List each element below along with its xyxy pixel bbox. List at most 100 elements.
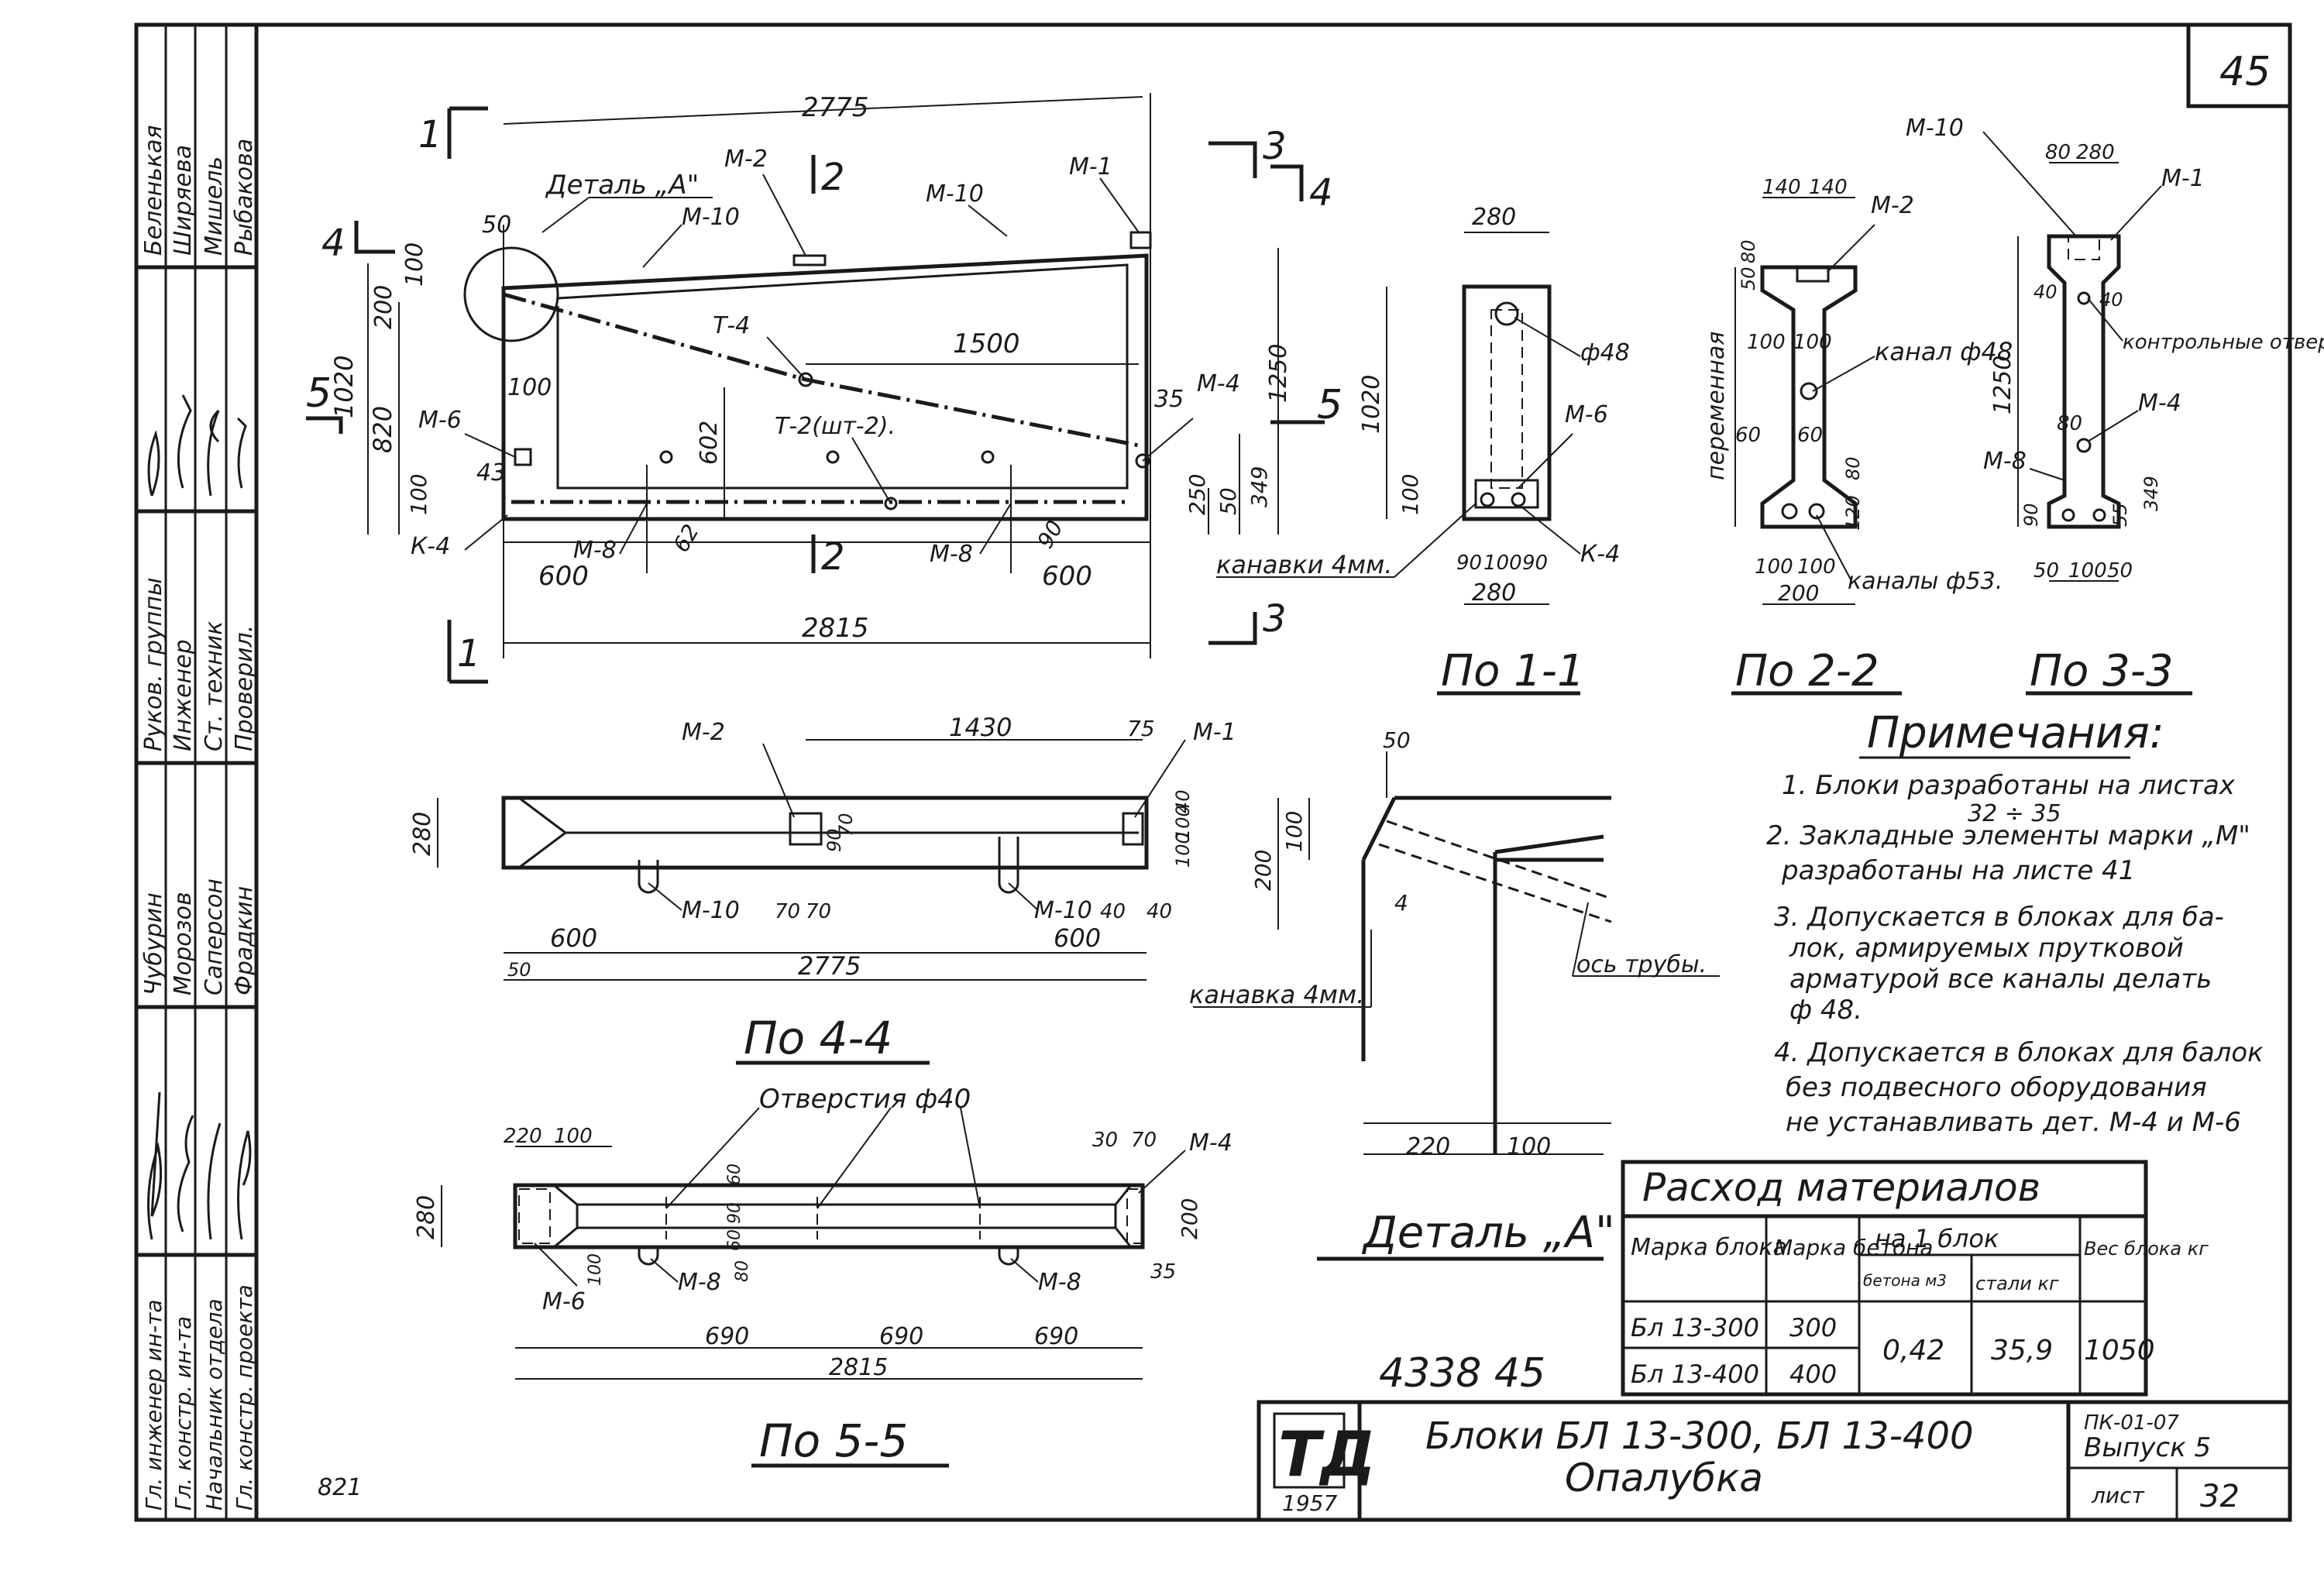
stamp-top-names: Беленькая Ширяева Мишель Рыбакова	[140, 125, 258, 256]
stamp-role-1: Руков. группы	[140, 577, 167, 751]
s22-dim-200: 200	[1778, 580, 1819, 606]
label-m2: М-2	[724, 146, 768, 173]
stamp-role-3: Ст. техник	[201, 621, 228, 751]
s11-dim-100: 100	[1397, 474, 1423, 515]
s11-label-m6: М-6	[1565, 401, 1608, 428]
v55-dim-220: 220	[504, 1125, 542, 1148]
dim-100-low: 100	[406, 474, 431, 515]
label-t2: Т-2(шт-2).	[775, 413, 896, 440]
stamp-mid-names: Чубурин Морозов Саперсон Фрадкин	[140, 878, 258, 995]
s11-dim-90-a: 90	[1456, 552, 1482, 575]
dim-1020: 1020	[329, 356, 359, 418]
note-line-7: арматурой все каналы делать	[1789, 964, 2212, 995]
s22-label-channels-53: каналы ф53.	[1848, 568, 2003, 595]
s11-label-k4: К-4	[1580, 541, 1620, 568]
note-line-5: 3. Допускается в блоках для ба-	[1774, 902, 2224, 933]
label-m6: М-6	[418, 407, 462, 434]
sheet-label: лист	[2091, 1483, 2144, 1508]
s11-label-grooves: канавки 4мм.	[1216, 550, 1392, 579]
v44-dim-90: 90	[823, 828, 845, 852]
section-2-2: 140 140 50 80 100 100 60 60 120 80 100 1…	[1703, 176, 2013, 696]
s22-label-channel-48: канал ф48	[1875, 337, 2013, 366]
stamp-person-1: Чубурин	[140, 892, 167, 995]
v55-dim-690-a: 690	[705, 1323, 749, 1350]
title-block: ТД 1957 Блоки БЛ 13-300, БЛ 13-400 Опалу…	[1257, 1400, 2292, 1522]
label-m4: М-4	[1197, 370, 1240, 397]
cut-1-bottom: 1	[457, 632, 481, 675]
dim-349: 349	[1246, 466, 1272, 507]
materials-steel-value: 35,9	[1991, 1335, 2053, 1366]
label-k4: К-4	[411, 533, 450, 560]
materials-concrete-value: 0,42	[1882, 1335, 1944, 1366]
stamp-bottom-role-4: Гл. констр. проекта	[232, 1284, 257, 1511]
v55-label-m4: М-4	[1189, 1129, 1232, 1157]
materials-title: Расход материалов	[1642, 1165, 2040, 1210]
v55-dim-690-b: 690	[879, 1323, 923, 1350]
s11-dim-90-b: 90	[1522, 552, 1548, 575]
materials-header-mark: Марка блока	[1631, 1234, 1787, 1261]
v55-dim-100: 100	[554, 1125, 593, 1148]
archive-number: 821	[318, 1474, 362, 1501]
stamp-signatures-bottom	[147, 1091, 252, 1240]
cut-3-top: 3	[1263, 125, 1287, 168]
s22-dim-140-b: 140	[1809, 176, 1848, 199]
s33-dim-90: 90	[2020, 503, 2042, 527]
s22-dim-80-b: 80	[1842, 456, 1864, 480]
v44-dim-40-b: 40	[1147, 900, 1172, 923]
v44-dim-40-c: 40	[1100, 900, 1126, 923]
s22-dim-60-b: 60	[1797, 424, 1823, 447]
drawing-title-line1: Блоки БЛ 13-300, БЛ 13-400	[1425, 1414, 1974, 1458]
note-line-8: ф 48.	[1789, 995, 1862, 1026]
v55-dim-280: 280	[413, 1195, 440, 1239]
label-m8-right: М-8	[930, 541, 973, 568]
v44-dim-600-b: 600	[1054, 923, 1101, 953]
stamp-bottom-role-2: Гл. констр. ин-та	[170, 1316, 196, 1511]
stamp-name-4: Рыбакова	[231, 139, 258, 256]
s33-label-control-holes: контрольные отверстия ф25.	[2123, 331, 2324, 354]
v44-dim-70: 70	[835, 813, 857, 837]
s33-dim-50-a: 50	[2033, 559, 2059, 583]
s33-dim-100: 100	[2068, 559, 2107, 583]
v55-dim-30: 30	[1092, 1129, 1118, 1152]
stamp-year: 1957	[1282, 1490, 1337, 1516]
v44-label-m1: М-1	[1193, 719, 1236, 746]
detail-dim-220: 220	[1406, 1133, 1450, 1160]
cut-1-top: 1	[418, 113, 442, 156]
stamp-person-2: Морозов	[170, 892, 197, 995]
dim-50: 50	[482, 211, 511, 239]
label-m10-a: М-10	[682, 204, 740, 231]
note-line-3: 2. Закладные элементы марки „М"	[1766, 820, 2250, 851]
note-line-6: лок, армируемых прутковой	[1789, 933, 2184, 964]
note-line-10: без подвесного оборудования	[1786, 1072, 2207, 1103]
stamp-name-2: Ширяева	[170, 145, 197, 256]
title-section-3-3: По 3-3	[2030, 646, 2174, 696]
dim-90: 90	[1032, 516, 1067, 552]
dim-1250: 1250	[1265, 344, 1292, 403]
s33-label-m10: М-10	[1906, 115, 1964, 142]
s33-dim-80: 80	[2045, 141, 2071, 164]
s22-dim-120: 120	[1842, 495, 1864, 531]
s33-dim-1250: 1250	[1989, 356, 2016, 414]
drawing-title-line2: Опалубка	[1565, 1456, 1763, 1500]
note-line-9: 4. Допускается в блоках для балок	[1774, 1037, 2264, 1068]
v55-dim-2815: 2815	[829, 1354, 888, 1381]
s22-dim-100-d: 100	[1797, 555, 1836, 579]
v55-dim-200: 200	[1177, 1198, 1202, 1239]
s11-dim-280-top: 280	[1472, 204, 1516, 231]
s33-dim-40-a: 40	[2033, 281, 2058, 303]
dim-250: 250	[1184, 474, 1210, 515]
dim-602: 602	[696, 421, 723, 465]
v44-dim-600-a: 600	[550, 923, 597, 953]
cut-2-bottom: 2	[821, 535, 845, 579]
dim-2775: 2775	[802, 92, 869, 123]
stamp-name-1: Беленькая	[140, 125, 167, 256]
materials-header-per-block: на 1 блок	[1875, 1224, 1999, 1253]
detail-dim-50: 50	[1383, 727, 1411, 753]
v44-dim-100-a: 100	[1172, 805, 1194, 840]
v44-label-m2: М-2	[682, 719, 725, 746]
cut-4-left: 4	[321, 222, 346, 265]
v44-dim-50: 50	[507, 959, 531, 981]
note-line-4: разработаны на листе 41	[1781, 855, 2135, 886]
notes-heading: Примечания:	[1867, 708, 2164, 758]
